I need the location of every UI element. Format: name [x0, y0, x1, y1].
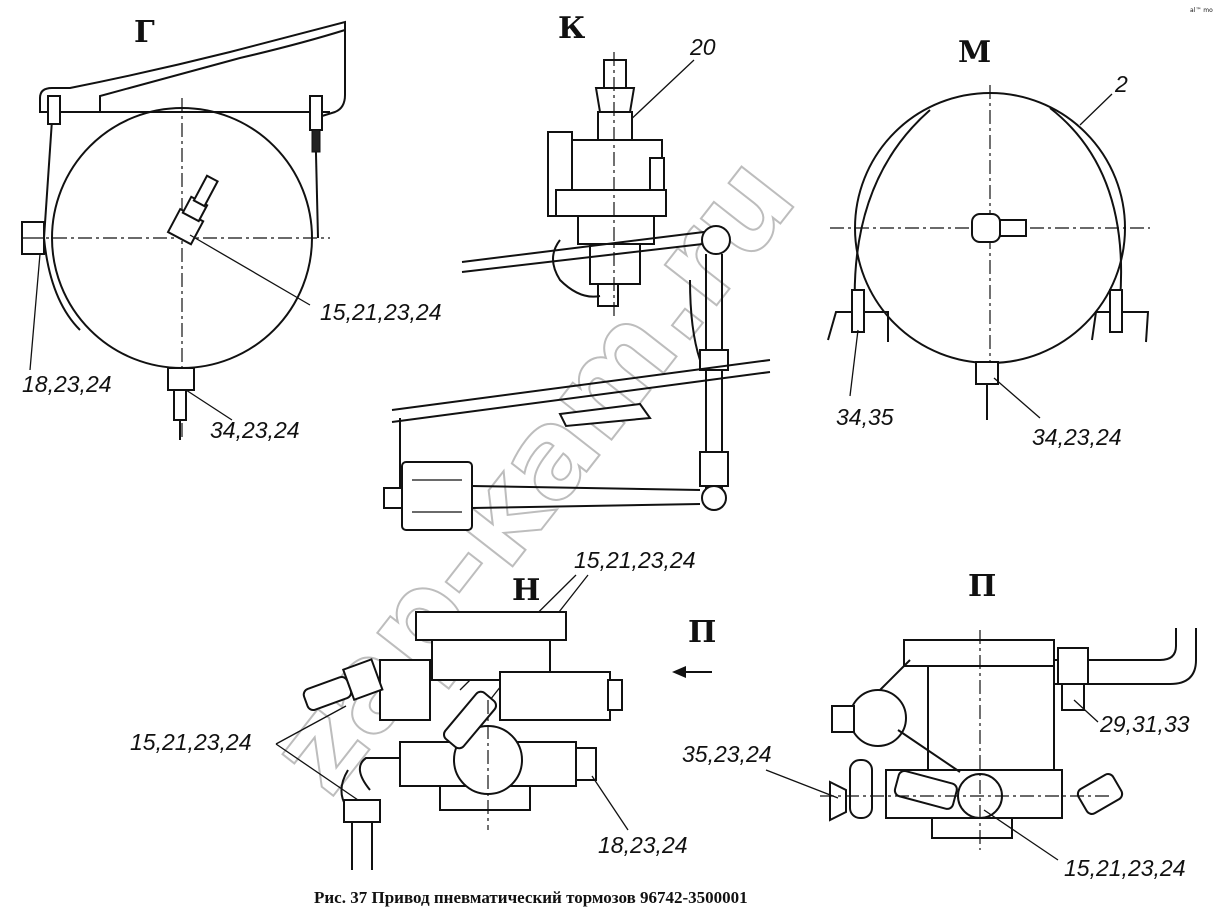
direction-label-n: П — [688, 615, 716, 650]
callout-fittings-top-n: 15,21,23,24 — [574, 547, 696, 573]
mount-bolt-left — [47, 95, 61, 125]
view-k: К 20 — [383, 11, 771, 531]
callout-bolt-p: 29,31,33 — [1099, 711, 1190, 737]
bolt-head-p — [1057, 647, 1089, 685]
corner-mark: al™ mo — [1190, 7, 1213, 14]
callout-sensor-g: 15,21,23,24 — [320, 299, 442, 325]
clamp-band-m-right — [1049, 107, 1123, 301]
drain-valve-body — [167, 367, 195, 391]
callout-fittings-n: 15,21,23,24 — [130, 729, 252, 755]
mount-bolt-right — [309, 95, 323, 131]
pedal-pad — [558, 402, 652, 428]
view-n: Н 15,21,23,24 П 15,21,23,24 — [130, 547, 716, 870]
callout-clamp-m: 34,35 — [836, 404, 894, 430]
bolt-thread-right — [311, 129, 321, 153]
clamp-band-m-left — [853, 109, 931, 311]
drain-valve-stem — [173, 389, 187, 421]
figure-caption: Рис. 37 Привод пневматический тормозов 9… — [314, 888, 748, 907]
clamp-band-left — [42, 119, 81, 331]
leader-bracket — [29, 253, 41, 371]
callout-drain-g: 34,23,24 — [210, 417, 300, 443]
fitting-lower-n — [343, 799, 381, 823]
fitting-cap-p — [829, 780, 847, 822]
valve-lever — [461, 229, 721, 273]
callout-fitting-p: 35,23,24 — [682, 741, 772, 767]
leader-drain — [185, 389, 233, 421]
view-p-letter: П — [968, 569, 996, 604]
callout-union-p: 15,21,23,24 — [1064, 855, 1186, 881]
chamber-p — [849, 689, 907, 747]
frame-upright — [321, 22, 346, 117]
fitting-p — [893, 769, 958, 810]
view-p: П 29,31,33 35,23,24 15,21,23,24 — [682, 569, 1197, 881]
valve-block-top — [415, 611, 567, 641]
view-g-letter: Г — [134, 15, 155, 50]
leader-clamp — [849, 329, 859, 397]
leader-valve — [624, 59, 695, 126]
lever-ball — [701, 225, 731, 255]
view-m-letter: М — [958, 35, 991, 70]
valve-top-fitting — [603, 59, 627, 89]
end-fitting-p — [1076, 773, 1124, 815]
view-n-letter: Н — [512, 573, 540, 608]
brake-valve-flange — [555, 189, 667, 217]
pressure-sensor-g — [166, 174, 219, 246]
callout-plug-n: 18,23,24 — [598, 832, 688, 858]
leader-drain-m — [993, 377, 1041, 419]
leader-band — [1079, 93, 1113, 126]
view-m: М 2 34,35 34,23,24 — [827, 35, 1150, 450]
callout-drain-m: 34,23,24 — [1032, 424, 1122, 450]
frame-bracket — [39, 20, 346, 113]
pedal-shaft — [471, 485, 701, 509]
brake-valve-lower — [589, 243, 641, 285]
valve-body-p — [927, 665, 1055, 771]
valve-block-right-port — [499, 671, 611, 721]
drain-valve-m — [975, 361, 999, 385]
pedal-weight — [401, 461, 473, 531]
pedal-arm — [391, 359, 771, 423]
plug-n — [575, 747, 597, 781]
view-k-letter: К — [558, 11, 585, 46]
leader-sensor — [189, 234, 311, 306]
callout-valve-k: 20 — [689, 34, 716, 60]
callout-band-m: 2 — [1114, 71, 1128, 97]
air-pipe-p — [1054, 628, 1197, 685]
view-g: Г 15,21,23,24 18,23,24 — [21, 15, 442, 443]
center-fitting-m — [971, 213, 1001, 243]
mount-bar-p — [903, 639, 1055, 667]
callout-bracket-g: 18,23,24 — [22, 371, 112, 397]
fitting-diag-n — [442, 690, 498, 750]
